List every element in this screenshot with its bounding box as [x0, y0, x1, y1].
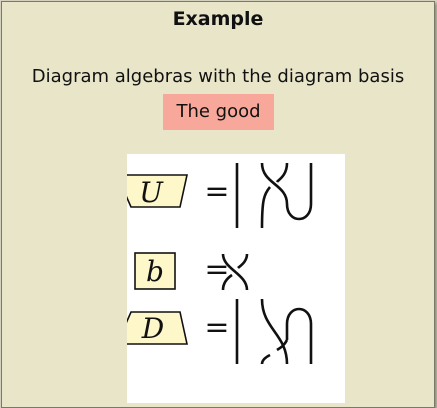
diagram-figure: U = b = D =	[127, 154, 345, 403]
u-box-label: U	[139, 176, 164, 209]
u-strand-cross-a	[260, 162, 289, 205]
b-box	[134, 252, 176, 290]
highlight-badge: The good	[163, 94, 274, 130]
b-crossing-b	[221, 253, 249, 291]
row-d: D =	[127, 298, 313, 365]
u-box	[127, 174, 188, 208]
row-u: U =	[127, 162, 313, 229]
u-cup	[285, 163, 313, 221]
d-strand-cross-a	[260, 298, 289, 365]
d-box-label: D	[141, 312, 164, 345]
d-box	[127, 311, 188, 345]
equals-sign-3: =	[204, 310, 229, 345]
equals-sign-1: =	[204, 174, 229, 209]
panel-subtitle: Diagram algebras with the diagram basis	[31, 66, 405, 87]
diagram-svg: U = b = D =	[127, 162, 313, 365]
row-b: b =	[134, 252, 249, 291]
d-strand-cross-b	[260, 339, 289, 365]
b-box-label: b	[146, 255, 164, 288]
b-crossing-a	[221, 253, 249, 291]
d-cap	[285, 307, 313, 364]
panel-title: Example	[172, 8, 264, 30]
u-strand-cross-b	[260, 162, 289, 229]
